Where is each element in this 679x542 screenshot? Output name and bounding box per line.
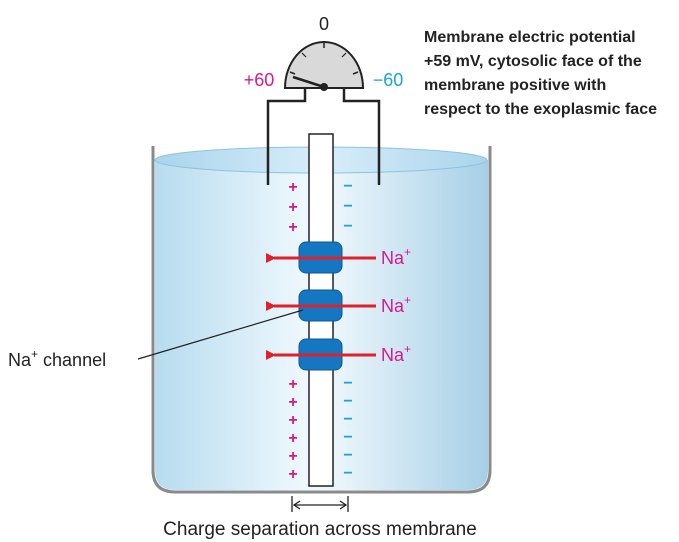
meter-minus-label: −60 xyxy=(373,70,404,90)
na-ion-charge: + xyxy=(404,293,411,307)
plus-charge: + xyxy=(288,466,297,483)
minus-charge: − xyxy=(343,178,352,195)
electrode-wire-left xyxy=(266,88,307,185)
electrode-wire-right xyxy=(342,88,381,185)
channel-leader-line xyxy=(137,309,304,360)
voltmeter xyxy=(283,41,365,91)
meter-plus-label: +60 xyxy=(244,70,275,90)
na-ion-label: Na+ xyxy=(381,245,411,268)
annotation-line-1: Membrane electric potential xyxy=(424,29,636,46)
plus-charge: + xyxy=(288,199,297,216)
plus-charge: + xyxy=(288,430,297,447)
plus-charge: + xyxy=(288,394,297,411)
plus-charge: + xyxy=(288,219,297,236)
annotation-text: Membrane electric potential +59 mV, cyto… xyxy=(424,29,657,118)
channel-label-charge: + xyxy=(31,347,38,361)
minus-charge: − xyxy=(343,375,352,392)
minus-charge: − xyxy=(343,393,352,410)
meter-zero-label: 0 xyxy=(319,14,329,34)
meter-pivot xyxy=(320,83,328,91)
minus-charge: − xyxy=(343,198,352,215)
na-ion-symbol: Na xyxy=(381,296,405,316)
channel-label-text: channel xyxy=(38,350,106,370)
annotation-line-2: +59 mV, cytosolic face of the xyxy=(424,53,642,70)
na-ion-label: Na+ xyxy=(381,342,411,365)
meter-needle xyxy=(292,75,325,89)
minus-charge: − xyxy=(343,465,352,482)
beaker xyxy=(151,146,492,494)
minus-charge: − xyxy=(343,411,352,428)
minus-charge: − xyxy=(343,429,352,446)
minus-charge: − xyxy=(343,218,352,235)
plus-charge: + xyxy=(288,412,297,429)
annotation-line-3: membrane positive with xyxy=(424,77,606,94)
plus-charge: + xyxy=(288,376,297,393)
na-ion-charge: + xyxy=(404,342,411,356)
na-ion-symbol: Na xyxy=(381,345,405,365)
minus-charge: − xyxy=(343,447,352,464)
na-ion-label: Na+ xyxy=(381,293,411,316)
annotation-line-4: respect to the exoplasmic face xyxy=(424,101,657,118)
caption: Charge separation across membrane xyxy=(163,519,477,540)
plus-charge: + xyxy=(288,179,297,196)
meter-dial xyxy=(283,41,365,89)
na-ion-symbol: Na xyxy=(381,248,405,268)
na-ion-charge: + xyxy=(404,245,411,259)
charge-separation-marker xyxy=(291,496,349,512)
plus-charge: + xyxy=(288,448,297,465)
channel-label-ion: Na xyxy=(8,350,32,370)
channel-label: Na+ channel xyxy=(8,347,106,370)
